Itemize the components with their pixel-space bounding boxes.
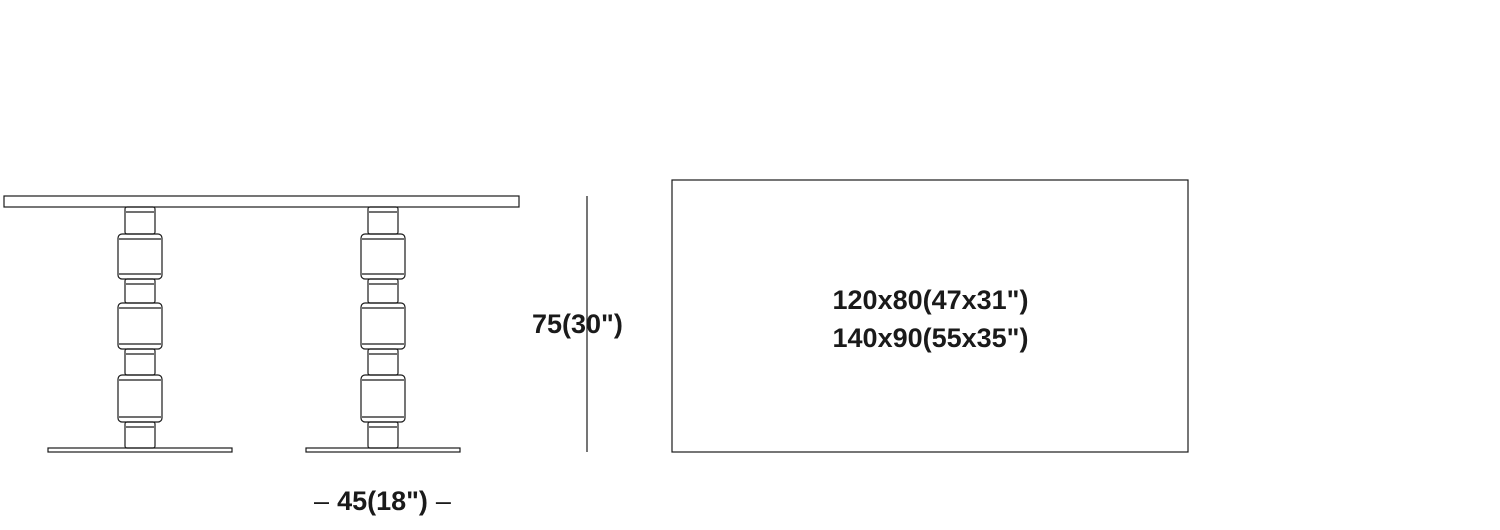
dimension-dash-right: –: [435, 486, 451, 516]
base-width-label: 45(18"): [337, 486, 428, 516]
right-base-plate: [305, 447, 461, 453]
height-dimension-label: 75(30"): [532, 309, 623, 339]
left-pedestal: [117, 206, 163, 449]
table-top-side: [3, 195, 520, 208]
left-base-plate: [47, 447, 233, 453]
dimension-dash-left: –: [314, 486, 330, 516]
top-size-options: 120x80(47x31") 140x90(55x35"): [672, 281, 1189, 357]
table-top-plan: [671, 179, 1189, 453]
base-width-dimension: –45(18")–: [300, 486, 465, 517]
top-size-option: 120x80(47x31"): [832, 285, 1029, 315]
top-size-option: 140x90(55x35"): [832, 323, 1029, 353]
right-pedestal: [360, 206, 406, 449]
